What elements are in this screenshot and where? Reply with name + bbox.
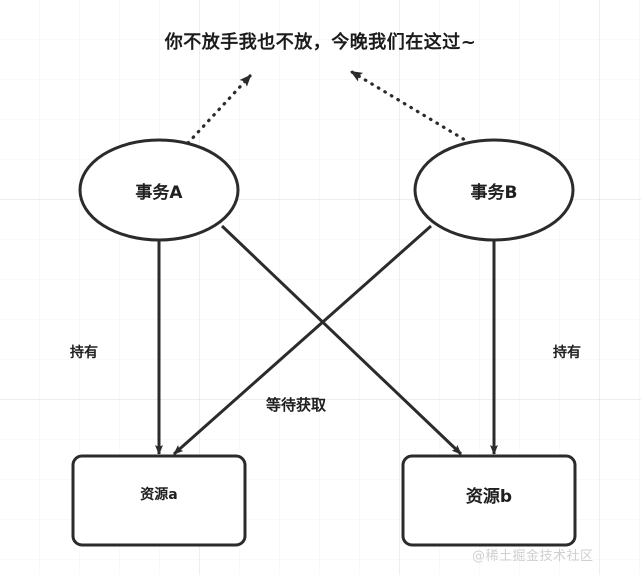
edge-wait-a-to-b <box>220 224 463 456</box>
dotted-arrow-right <box>350 70 472 145</box>
node-resource-b[interactable] <box>401 454 577 547</box>
node-transaction-a[interactable] <box>78 138 240 242</box>
node-transaction-b[interactable] <box>413 138 575 242</box>
node-resource-a[interactable] <box>71 454 247 547</box>
dotted-arrow-left <box>186 74 252 145</box>
watermark: @稀土掘金技术社区 <box>472 549 594 564</box>
edge-wait-b-to-a <box>173 224 432 456</box>
diagram-title: 你不放手我也不放，今晚我们在这过~ <box>164 32 477 53</box>
